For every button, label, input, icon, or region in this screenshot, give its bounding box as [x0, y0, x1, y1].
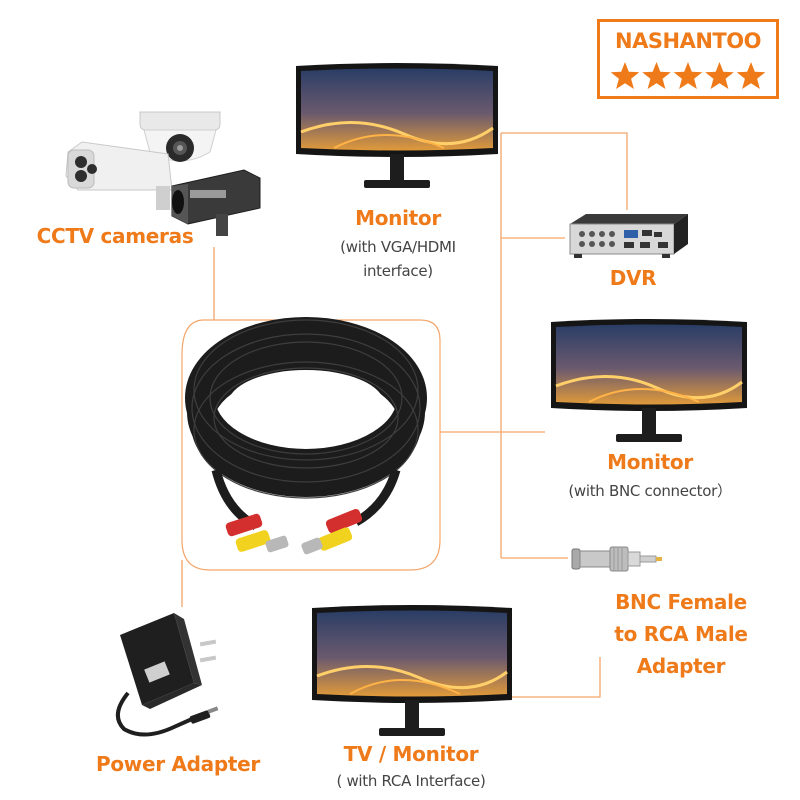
- monitor-icon: [296, 63, 498, 188]
- dvr-label: DVR: [609, 266, 657, 290]
- cctv-camera-icon: [65, 111, 261, 236]
- monitor-vga-subtitle-line1: (with VGA/HDMI: [340, 238, 456, 256]
- star-icon: [673, 62, 703, 89]
- cctv-cameras-label: CCTV cameras: [36, 224, 194, 248]
- power-adapter-icon: [116, 613, 219, 737]
- monitor-icon: [312, 605, 512, 736]
- line-tv-bracket: [470, 657, 601, 698]
- monitor-icon: [551, 319, 747, 442]
- cable-highlight-frame: [181, 319, 441, 571]
- bnc-adapter-label-line3: Adapter: [636, 654, 726, 678]
- star-icon: [642, 62, 671, 89]
- tv-monitor-label: TV / Monitor: [343, 742, 479, 766]
- dvr-icon: [569, 214, 688, 258]
- monitor-bnc-subtitle: (with BNC connector）: [568, 482, 732, 500]
- bnc-rca-adapter-icon: [571, 546, 662, 572]
- monitor-vga-subtitle-line2: interface): [363, 262, 433, 280]
- cable-coil-icon: [185, 317, 427, 555]
- line-top-to-dvr: [501, 132, 628, 210]
- star-icon: [736, 62, 766, 89]
- star-icon: [610, 62, 640, 89]
- bnc-adapter-label-line1: BNC Female: [615, 590, 747, 614]
- brand-badge: NASHANTOO: [597, 19, 779, 99]
- bnc-adapter-label-line2: to RCA Male: [614, 622, 748, 646]
- star-icon: [705, 62, 734, 89]
- monitor-vga-label: Monitor: [355, 206, 441, 230]
- rating-stars: [610, 62, 766, 89]
- power-adapter-label: Power Adapter: [96, 752, 260, 776]
- brand-name: NASHANTOO: [615, 29, 761, 53]
- monitor-bnc-label: Monitor: [607, 450, 693, 474]
- tv-monitor-subtitle: ( with RCA Interface): [336, 772, 486, 790]
